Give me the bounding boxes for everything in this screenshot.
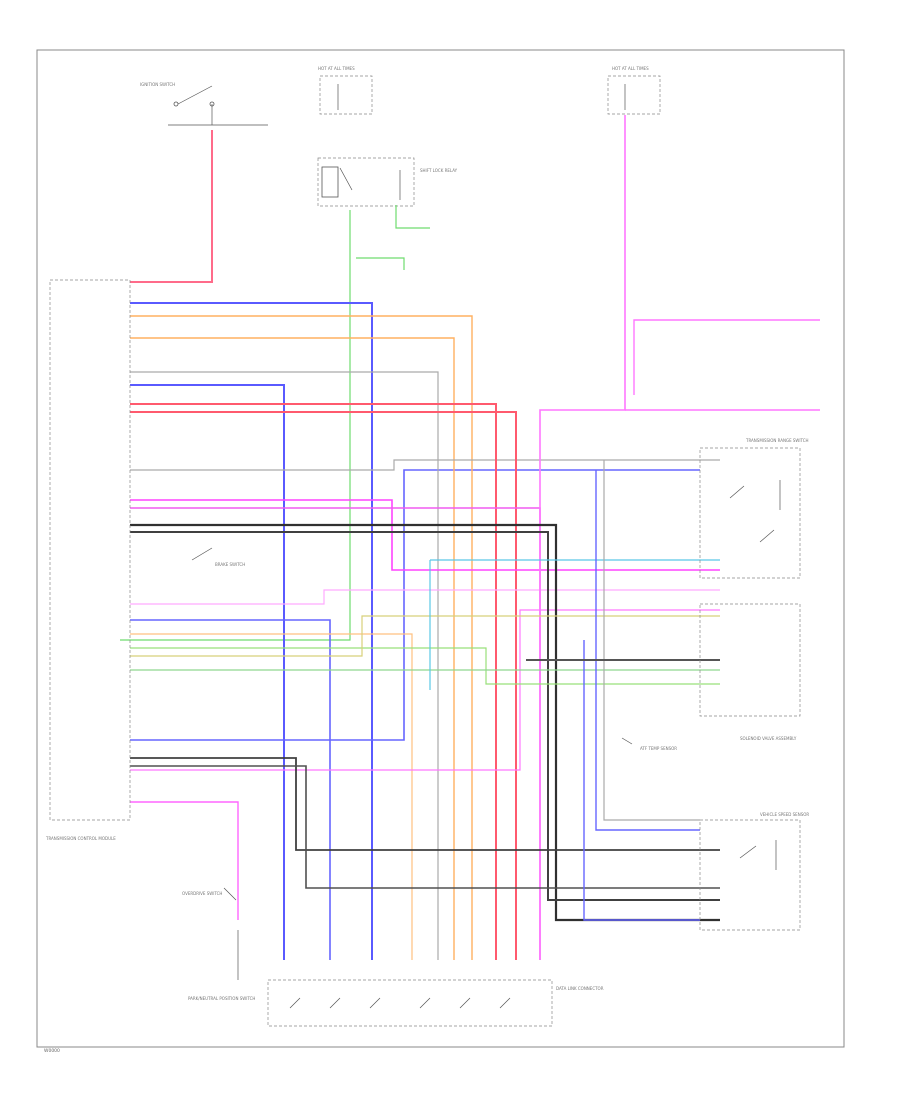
wire-pink-5 bbox=[130, 801, 239, 920]
wire-dark-2 bbox=[130, 531, 720, 901]
wire-gray-right bbox=[603, 460, 700, 821]
wire-blue-3 bbox=[130, 469, 700, 741]
atf-temp-sensor-label: ATF TEMP SENSOR bbox=[640, 746, 677, 751]
wire-yellow-1 bbox=[130, 615, 720, 657]
diagram-code: W0000 bbox=[44, 1048, 60, 1054]
wire-blue-right bbox=[595, 470, 700, 831]
fuse-block-center-label: HOT AT ALL TIMES bbox=[318, 66, 355, 71]
brake-switch-label: BRAKE SWITCH bbox=[215, 562, 245, 567]
overdrive-switch-label: OVERDRIVE SWITCH bbox=[182, 891, 222, 896]
wire-orange-2 bbox=[130, 337, 455, 960]
vehicle-speed-sensor-label: VEHICLE SPEED SENSOR bbox=[760, 812, 809, 817]
diagram-frame bbox=[36, 49, 845, 1048]
park-neutral-switch: PARK/NEUTRAL POSITION SWITCH bbox=[188, 996, 255, 1001]
wire-blue-right-2 bbox=[583, 640, 700, 921]
wire-orange-3 bbox=[130, 633, 413, 960]
wire-pink-4 bbox=[130, 609, 720, 771]
fuse-block-right-label: HOT AT ALL TIMES bbox=[612, 66, 649, 71]
data-link-connector: DATA LINK CONNECTOR bbox=[267, 979, 604, 1027]
shift-lock-relay: SHIFT LOCK RELAY bbox=[317, 157, 458, 207]
ecm-label: TRANSMISSION CONTROL MODULE bbox=[45, 836, 116, 841]
vehicle-speed-sensor: VEHICLE SPEED SENSOR bbox=[699, 812, 809, 931]
wire-magenta-right-3 bbox=[633, 319, 820, 395]
wire-orange-1 bbox=[130, 315, 473, 960]
solenoid-valve-label: SOLENOID VALVE ASSEMBLY bbox=[740, 736, 797, 741]
data-link-connector-label: DATA LINK CONNECTOR bbox=[556, 986, 604, 991]
wire-red-feed bbox=[130, 130, 213, 283]
wire-green-2 bbox=[356, 257, 405, 270]
wire-red-2 bbox=[130, 403, 497, 960]
wire-dark-1 bbox=[130, 523, 720, 922]
wire-green-1 bbox=[120, 210, 351, 641]
ecm-connector: TRANSMISSION CONTROL MODULE bbox=[45, 279, 131, 841]
transmission-range-switch: TRANSMISSION RANGE SWITCH bbox=[699, 438, 809, 579]
ignition-switch: IGNITION SWITCH bbox=[140, 82, 268, 126]
fuse-block-right: HOT AT ALL TIMES bbox=[607, 66, 661, 115]
brake-switch: BRAKE SWITCH bbox=[191, 547, 245, 567]
park-neutral-switch-label: PARK/NEUTRAL POSITION SWITCH bbox=[188, 996, 255, 1001]
wire-red-3 bbox=[130, 411, 517, 960]
overdrive-switch: OVERDRIVE SWITCH bbox=[182, 887, 239, 980]
transmission-range-switch-label: TRANSMISSION RANGE SWITCH bbox=[745, 438, 809, 443]
wire-magenta-right bbox=[539, 115, 626, 960]
wire-dark-4 bbox=[130, 765, 720, 889]
solenoid-valve-assembly: SOLENOID VALVE ASSEMBLY bbox=[699, 603, 801, 741]
wire-pink-3 bbox=[130, 589, 720, 605]
fuse-block-center: HOT AT ALL TIMES bbox=[318, 66, 373, 115]
wire-green-4 bbox=[130, 647, 720, 685]
wire-gray-1 bbox=[130, 371, 439, 960]
wire-dark-3 bbox=[130, 757, 720, 851]
shift-lock-relay-label: SHIFT LOCK RELAY bbox=[420, 168, 458, 173]
atf-temp-sensor: ATF TEMP SENSOR bbox=[621, 737, 677, 751]
wire-green-3 bbox=[395, 205, 430, 229]
ignition-switch-label: IGNITION SWITCH bbox=[140, 82, 175, 87]
wire-gray-2 bbox=[130, 459, 720, 471]
wire-blue-1 bbox=[130, 302, 373, 960]
wire-blue-4 bbox=[130, 619, 331, 960]
wire-blue-2 bbox=[130, 384, 285, 960]
